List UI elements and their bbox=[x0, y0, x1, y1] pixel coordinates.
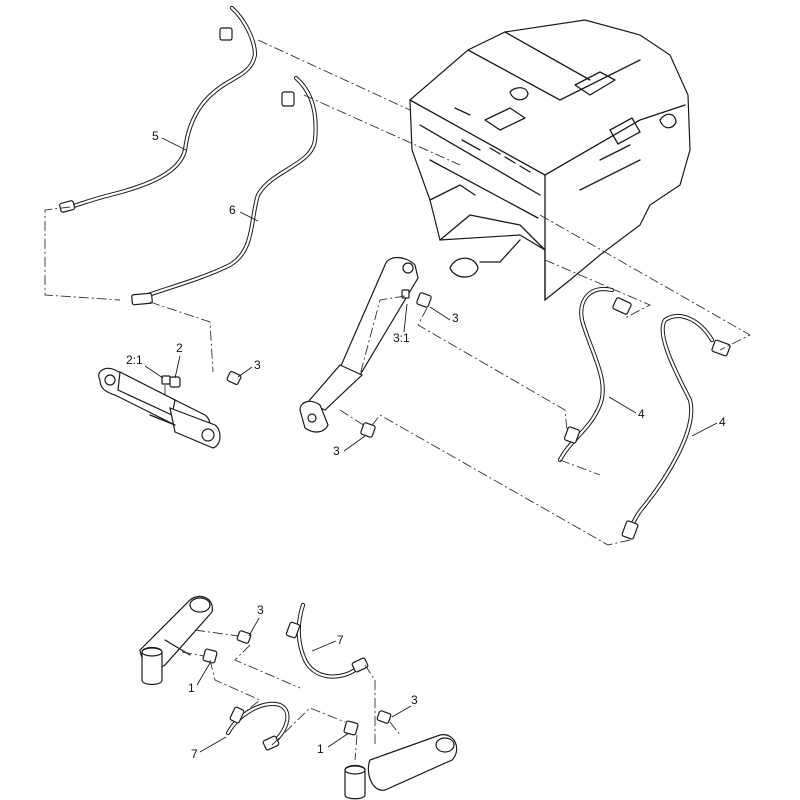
leader-line-c5 bbox=[161, 137, 187, 151]
callout-c4a: 4 bbox=[638, 407, 645, 421]
leader-line-c2-1 bbox=[144, 365, 164, 379]
callout-c6: 6 bbox=[229, 203, 236, 217]
leader-line-c7a bbox=[311, 640, 337, 652]
callout-c1a: 1 bbox=[188, 681, 195, 695]
leader-line-c3a bbox=[237, 366, 253, 378]
callout-c4b: 4 bbox=[719, 415, 726, 429]
callout-c7a: 7 bbox=[337, 633, 344, 647]
hose-6 bbox=[131, 75, 318, 306]
hose-7b bbox=[225, 701, 290, 751]
leader-line-c4a bbox=[608, 396, 637, 414]
leader-line-c3d bbox=[248, 617, 260, 637]
fittings-lower bbox=[202, 630, 392, 736]
hose-7a bbox=[285, 602, 369, 679]
leader-line-c3e bbox=[391, 705, 412, 718]
leader-line-c3b bbox=[429, 306, 451, 321]
center-lift-cylinder bbox=[299, 256, 419, 433]
callout-c5: 5 bbox=[152, 129, 159, 143]
callout-c1b: 1 bbox=[317, 742, 324, 756]
left-lift-cylinder bbox=[98, 367, 221, 449]
leader-line-c7b bbox=[199, 736, 227, 753]
lower-cylinder-left bbox=[139, 595, 213, 686]
callout-c3e: 3 bbox=[411, 693, 418, 707]
callout-c3d: 3 bbox=[257, 603, 264, 617]
callout-c3-1: 3:1 bbox=[393, 331, 410, 345]
leader-line-c1b bbox=[327, 732, 350, 748]
callout-c2: 2 bbox=[176, 341, 183, 355]
leader-line-c3c bbox=[343, 435, 366, 452]
lower-cylinder-right bbox=[344, 734, 458, 800]
leader-line-c2 bbox=[174, 355, 181, 379]
hose-4a bbox=[557, 286, 632, 463]
callout-c3c: 3 bbox=[333, 444, 340, 458]
callout-c3b: 3 bbox=[452, 311, 459, 325]
callout-c3a: 3 bbox=[254, 358, 261, 372]
callout-c7b: 7 bbox=[191, 747, 198, 761]
routing-lines-upper bbox=[44, 39, 751, 546]
callout-c2-1: 2:1 bbox=[126, 353, 143, 367]
routing-lines-lower bbox=[181, 629, 401, 761]
leader-line-c6 bbox=[239, 211, 259, 222]
hose-5 bbox=[59, 5, 258, 213]
hose-4b bbox=[621, 314, 731, 540]
leader-line-c1a bbox=[196, 662, 211, 686]
leader-line-c3-1 bbox=[403, 303, 408, 333]
leader-line-c4b bbox=[691, 422, 718, 437]
chassis-frame bbox=[409, 19, 691, 302]
